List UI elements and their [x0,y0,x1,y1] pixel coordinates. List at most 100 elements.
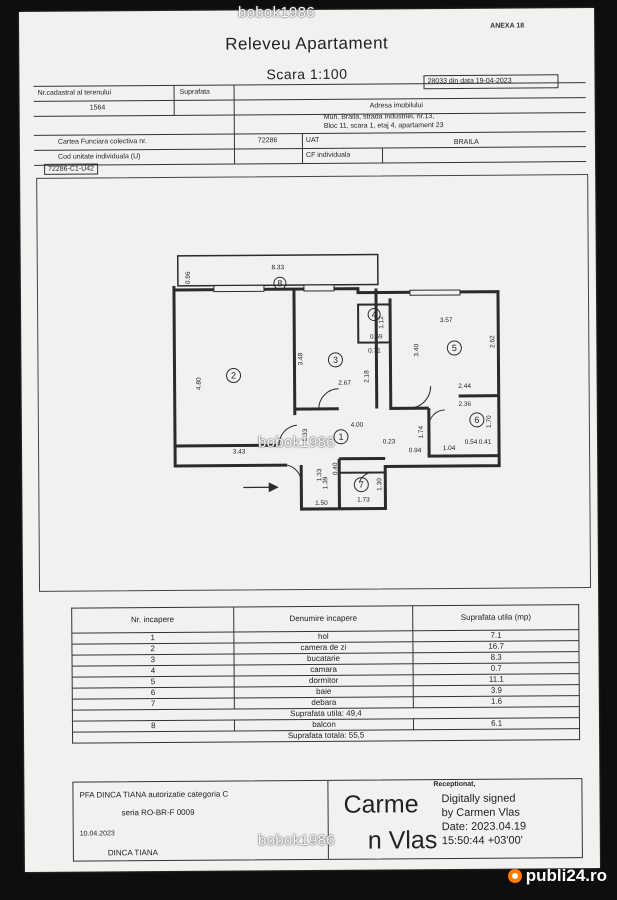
wall-bath [427,408,500,458]
document-page: ANEXA 18 Releveu Apartament Scara 1:100 … [19,8,600,872]
dim-hall-a: 0.33 [302,428,309,441]
room-6-number: 6 [474,415,479,425]
signer-name: DINCA TIANA [107,848,159,858]
entry-arrow-head [268,482,279,493]
cadastral-label: Nr.cadastral al terenului [37,89,112,97]
room-3-number: 3 [333,355,338,365]
cf-value: 72286 [257,137,278,145]
door-arc-4 [428,409,445,427]
window-1 [213,284,265,293]
room-5-number: 5 [452,343,457,353]
door-arc-1 [278,424,297,446]
room-4-circle [367,308,381,322]
uat-label: UAT [305,136,320,145]
site-badge-text: publi24.ro [525,866,607,885]
cadastral-value: 1564 [89,104,106,112]
publi24-logo-icon [507,869,522,883]
door-arc-3 [408,386,432,409]
room-1-number: 1 [338,432,343,442]
signature-block: PFA DINCA TIANA autorizatie categoria C … [72,778,583,862]
door-arc-5 [287,464,302,484]
outer-walls [172,285,501,511]
cf-label: Cartea Funciara colectiva nr. [57,138,148,146]
room-6-circle [469,412,485,428]
dim-r4-c: 0.71 [368,347,381,354]
dim-entry-w: 1.50 [315,500,328,507]
dim-r3-h2: 2.18 [364,370,371,383]
dim-hall-c: 0.23 [383,438,396,445]
room-7-circle [353,477,369,493]
dim-r5-w: 2.44 [458,383,471,390]
wall-hall [175,443,386,509]
balcony-outline [176,253,379,287]
rooms-table: Nr. incapere Denumire incapere Suprafata… [71,604,580,744]
digital-line-2: by Carmen Vlas [441,806,520,820]
receptionat-label: Receptionat, [433,780,476,789]
digital-line-1: Digitally signed [441,792,516,806]
window-3 [409,289,461,296]
cf-individual-label: CF individuala [305,151,351,160]
document-title: Releveu Apartament [225,33,389,54]
room-2-circle [226,368,242,384]
dim-r7-h: 1.30 [376,478,383,491]
dim-r4-b: 0.59 [370,333,383,340]
annex-label: ANEXA 18 [490,22,525,30]
header-table: Nr.cadastral al terenului Suprafata 1564… [33,82,587,166]
total-area-row: Suprafata totala: 55,5 [72,728,580,744]
watermark-middle: bobok1986 [258,434,335,451]
floor-plan: 2 3 4 5 6 1 7 8 8.33 0.96 4.80 3.43 3.48… [36,174,592,592]
dim-r4-a: 1.12 [378,316,385,329]
dim-r6-a: 0.54 [465,439,478,446]
room-8-number: 8 [277,278,282,288]
area-label: Suprafata [179,88,210,96]
dim-r3-w: 2.67 [338,380,351,387]
dim-r2-h: 4.80 [196,377,203,390]
digital-signature-last: n Vlas [367,826,438,855]
col-header-area: Suprafata utila (mp) [412,604,579,631]
dim-r5-h2: 2.62 [489,335,496,348]
dim-hall-e: 1.74 [418,425,425,438]
col-header-nr: Nr. incapere [71,607,234,634]
signature-date: 10.04.2023 [79,830,115,838]
dim-balcony-w: 0.96 [185,271,192,284]
digital-signature-details: Digitally signed by Carmen Vlas Date: 20… [441,791,526,848]
dim-hall-w: 4.00 [351,422,364,429]
site-badge[interactable]: publi24.ro [507,866,607,886]
floor-plan-drawing: 2 3 4 5 6 1 7 8 8.33 0.96 4.80 3.43 3.48… [172,253,501,511]
room-3-circle [327,352,343,368]
wall-kitchen [294,288,379,411]
dim-r2-w: 3.43 [233,448,246,455]
room-2-number: 2 [231,371,236,381]
dim-hall-d: 0.94 [409,447,422,454]
digital-line-3: Date: 2023.04.19 [441,820,527,834]
total-area-label: Suprafata totala: 55,5 [72,728,580,744]
watermark-top: bobok1986 [238,4,315,21]
dim-hall-g: 0.40 [332,462,339,475]
rooms-table-header: Nr. incapere Denumire incapere Suprafata… [71,604,579,634]
door-arc-2 [318,388,339,409]
room-7-number: 7 [359,480,364,490]
dim-r5-top: 3.57 [440,317,453,324]
dim-r5-h1: 3.40 [413,344,420,357]
room-4-number: 4 [372,310,377,320]
wall-r2-right [292,289,297,416]
room-5-circle [446,340,462,356]
door-arc-6 [358,472,374,483]
dim-r7-w: 1.73 [357,497,370,504]
authorization-serie: seria RO-BR-F 0009 [121,807,195,818]
col-header-name: Denumire incapere [233,605,414,633]
dim-hall-b: 1.33 [316,468,323,481]
digital-line-4: 15:50:44 +03'00' [441,834,523,848]
dim-r6-w: 1.04 [443,445,456,452]
wall-bedroom [388,298,499,410]
dim-r6-b: 0.41 [479,439,492,446]
unit-code-label: Cod unitate individuala (U) [57,153,141,161]
window-2 [303,284,335,292]
room-8-circle [273,276,287,290]
dim-r6-h: 1.70 [486,415,493,428]
company-name: PFA DINCA TIANA autorizatie categoria C [79,789,229,800]
dim-r6-top: 2.36 [458,401,471,408]
room-1-circle [333,429,349,445]
dim-balcony-len: 8.33 [271,264,284,271]
digital-signature-first: Carme [343,790,419,819]
